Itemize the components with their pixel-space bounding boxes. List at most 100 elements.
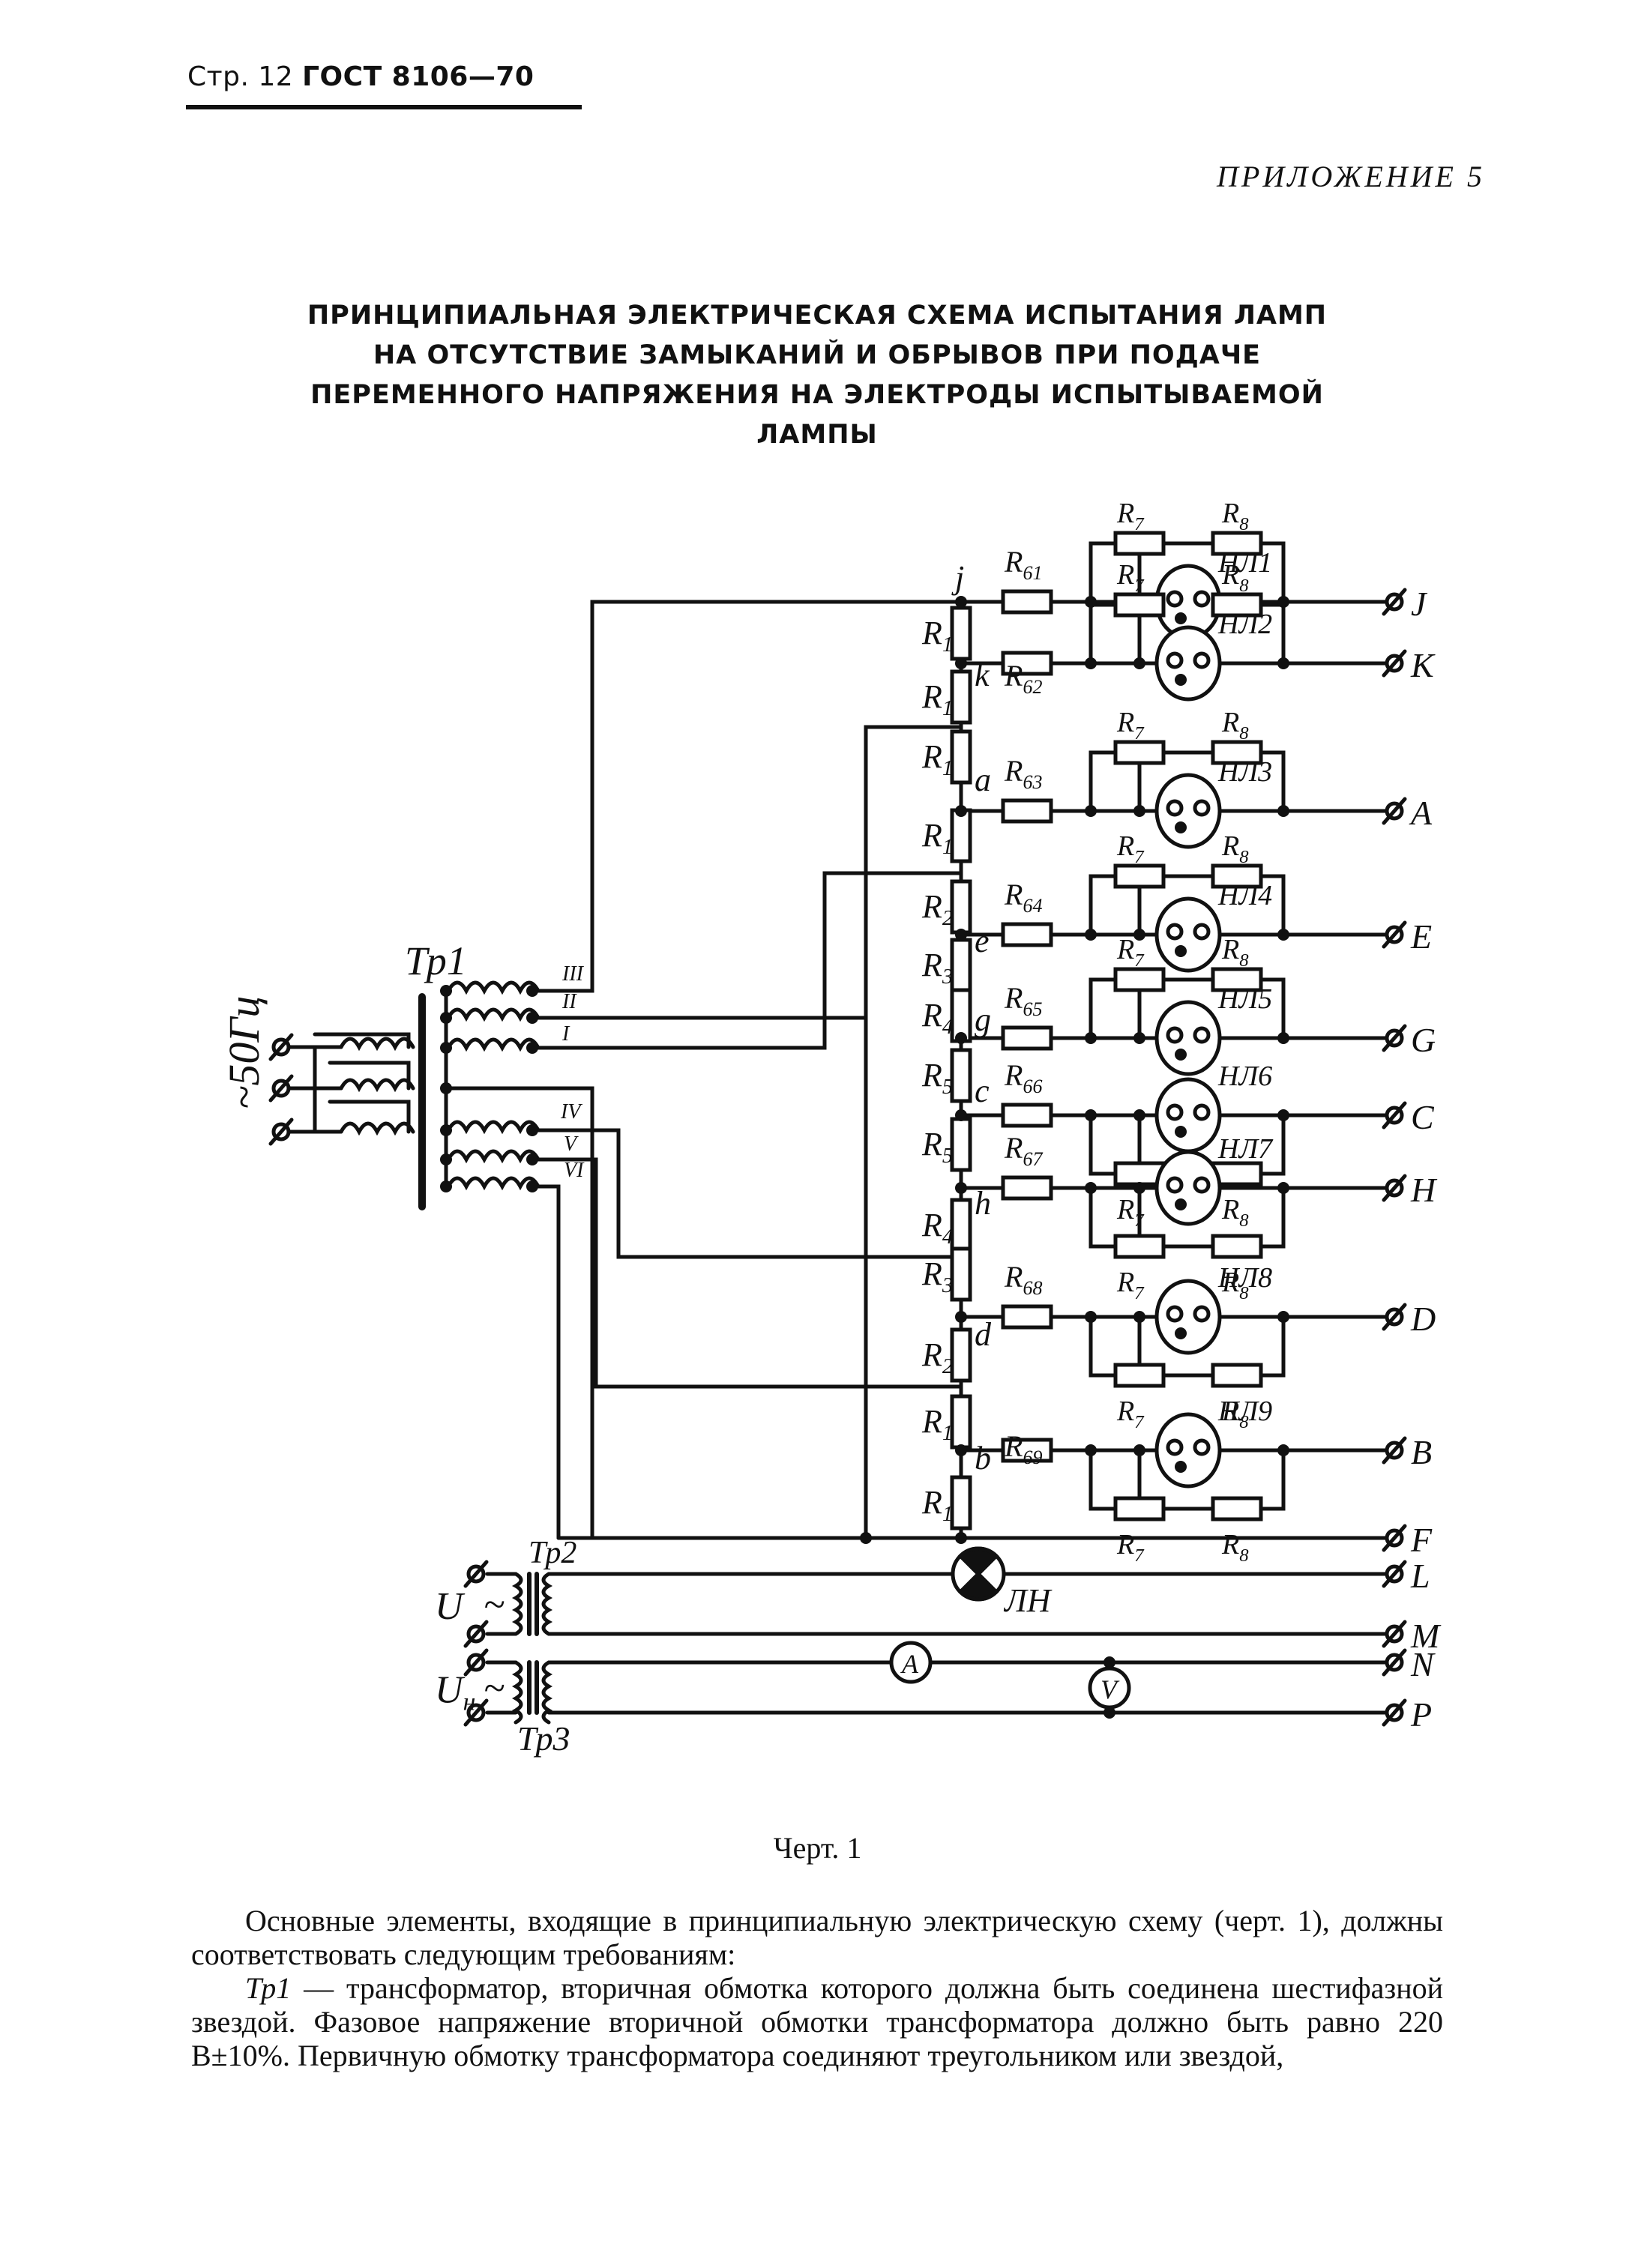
junction-dot	[1133, 1109, 1145, 1121]
paragraph-1: Основные элементы, входящие в принципиал…	[191, 1904, 1443, 1971]
trimmer-loop	[1089, 1186, 1286, 1249]
terminal-slash	[1382, 588, 1407, 616]
trimmer-resistor-r7	[1113, 592, 1166, 618]
node-label: g	[975, 1001, 991, 1038]
lamp-electrode	[1166, 1103, 1184, 1121]
trimmer-loop	[1089, 750, 1286, 813]
ac-symbol: ~	[484, 1584, 505, 1626]
junction-dot	[955, 596, 967, 608]
r8-label: R8	[1221, 934, 1249, 971]
junction-dot	[955, 1109, 967, 1121]
node-label: a	[975, 761, 991, 798]
r8-label: R8	[1221, 498, 1249, 534]
divider-resistor	[950, 938, 972, 993]
lamp-label: НЛ9	[1217, 1396, 1272, 1427]
divider-resistor	[950, 1246, 972, 1302]
lamp-electrode	[1175, 612, 1187, 624]
divider-resistor	[950, 606, 972, 661]
terminal-slash	[1382, 1101, 1407, 1130]
resistor-r8	[1211, 1496, 1263, 1521]
terminal-label: K	[1410, 646, 1436, 684]
terminal-slash	[1382, 1698, 1407, 1727]
terminal-label: D	[1410, 1300, 1436, 1338]
secondary-coil	[446, 1120, 541, 1135]
r8-label: R8	[1221, 1529, 1249, 1566]
trimmer-resistor-r7	[1113, 863, 1166, 889]
junction-dot	[1277, 657, 1289, 669]
secondary-coil	[446, 1149, 541, 1164]
r8-label: R8	[1221, 1267, 1249, 1303]
terminal-slash	[1382, 1024, 1407, 1052]
terminal-label: P	[1410, 1695, 1432, 1734]
divider-resistor-label: R4	[921, 997, 953, 1039]
series-resistor	[1001, 589, 1053, 615]
junction-dot	[440, 1180, 452, 1192]
r7-label: R7	[1116, 1529, 1145, 1566]
lamp-electrode	[1193, 1103, 1211, 1121]
junction-dot	[1133, 657, 1145, 669]
lamp-electrode	[1193, 923, 1211, 941]
junction-dot	[1085, 1444, 1097, 1456]
lamp-electrode	[1175, 674, 1187, 686]
junction-dot	[1133, 1182, 1145, 1194]
junction-dot	[1085, 1109, 1097, 1121]
terminal-label: H	[1410, 1171, 1438, 1209]
divider-resistor-label: R5	[921, 1126, 953, 1168]
trimmer-resistor-r7	[1113, 1496, 1166, 1521]
trimmer-resistor-r7	[1113, 740, 1166, 765]
series-resistor	[1001, 798, 1053, 824]
winding-label: VI	[564, 1159, 585, 1182]
junction-dot	[440, 1082, 452, 1094]
series-resistor	[1001, 1438, 1053, 1463]
junction-dot	[955, 1532, 967, 1544]
winding-label: II	[561, 990, 577, 1013]
lamp-electrode	[1175, 821, 1187, 833]
junction-dot	[1085, 1032, 1097, 1044]
trimmer-resistor-r7	[1113, 967, 1166, 992]
junction-dot	[1277, 929, 1289, 941]
series-resistor	[1001, 1103, 1053, 1128]
series-resistor	[1001, 922, 1053, 947]
phase-IV-wire	[530, 1128, 963, 1259]
phase-VI-wire	[530, 1184, 561, 1540]
series-resistor	[1001, 1304, 1053, 1330]
lamp-electrode	[1166, 1026, 1184, 1044]
junction-dot	[1277, 596, 1289, 608]
lamp-electrode	[1175, 1049, 1187, 1061]
divider-resistor	[950, 808, 972, 863]
junction-dot	[440, 1012, 452, 1024]
tr-primary-coil	[511, 1572, 523, 1636]
tr-secondary-coil	[541, 1572, 553, 1636]
secondary-coil	[446, 1007, 541, 1022]
resistor-r8	[1211, 740, 1263, 765]
junction-dot	[526, 1180, 538, 1192]
terminal-slash	[1382, 1648, 1407, 1677]
divider-resistor-label: R2	[921, 1336, 953, 1378]
lamp-label: НЛ8	[1217, 1262, 1272, 1294]
series-resistor-label: R64	[1004, 878, 1042, 917]
divider-resistor-label: R4	[921, 1207, 953, 1249]
divider-resistor-label: R1	[921, 1403, 953, 1445]
lamp-electrode	[1175, 1327, 1187, 1339]
divider-resistor	[950, 1475, 972, 1530]
r8-label: R8	[1221, 707, 1249, 744]
junction-dot	[440, 1042, 452, 1054]
junction-dot	[440, 1124, 452, 1136]
junction-dot	[440, 985, 452, 997]
junction-dot	[1085, 929, 1097, 941]
junction-dot	[1277, 1311, 1289, 1323]
tr1-label: Тр1	[405, 938, 467, 983]
secondary-coil	[446, 1037, 541, 1052]
terminal-label: N	[1410, 1645, 1436, 1683]
paragraph-2: Тр1 — трансформатор, вторичная обмотка к…	[191, 1971, 1443, 2072]
divider-resistor	[950, 1117, 972, 1172]
junction-dot	[526, 985, 538, 997]
r7-label: R7	[1116, 1396, 1145, 1432]
resistor-r8	[1211, 863, 1263, 889]
title-line: НА ОТСУТСТВИЕ ЗАМЫКАНИЙ И ОБРЫВОВ ПРИ ПО…	[373, 340, 1262, 370]
trimmer-resistor-r7	[1113, 1234, 1166, 1259]
terminal-slash	[463, 1648, 489, 1677]
primary-coil	[339, 1078, 415, 1093]
divider-resistor	[950, 1198, 972, 1253]
voltage-label: U	[435, 1585, 466, 1628]
